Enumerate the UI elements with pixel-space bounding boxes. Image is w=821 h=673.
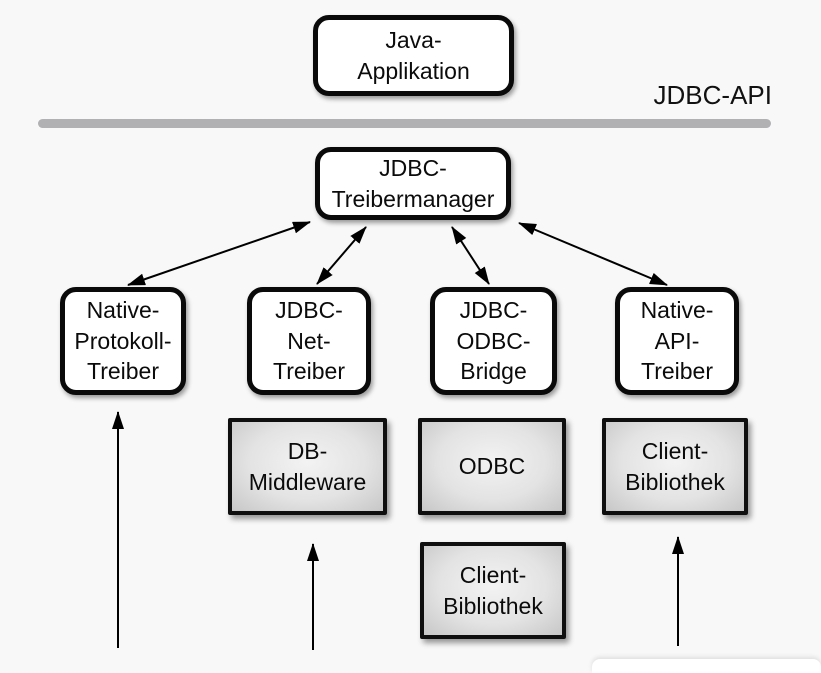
node-label-line: DB-: [287, 438, 328, 465]
node-label-line: ODBC-: [456, 327, 531, 354]
node-db-middleware: DB- Middleware: [228, 418, 387, 515]
edge-treibermanager-native-api: [518, 222, 668, 286]
node-label-line: Native-: [640, 297, 714, 324]
node-label-line: Applikation: [357, 57, 470, 84]
edge-treibermanager-native-protokoll: [127, 221, 311, 286]
node-jdbc-odbc-bridge: JDBC- ODBC- Bridge: [430, 287, 557, 395]
node-label-line: JDBC-: [275, 297, 343, 324]
node-label-line: ODBC: [458, 453, 526, 480]
node-label-line: Java-: [385, 27, 442, 54]
node-label-line: API-: [654, 327, 700, 354]
edge-treibermanager-jdbc-odbc: [451, 226, 490, 285]
node-label-line: Bibliothek: [625, 468, 725, 495]
node-label-line: Bridge: [460, 358, 527, 385]
node-label-line: Middleware: [248, 468, 367, 495]
node-native-protokoll-treiber: Native- Protokoll- Treiber: [60, 287, 186, 395]
node-label-line: Net-: [287, 327, 331, 354]
node-label-line: Native-: [86, 297, 160, 324]
node-label-line: JDBC-: [459, 297, 528, 324]
edge-treibermanager-jdbc-net: [316, 226, 367, 285]
node-label-line: Bibliothek: [443, 592, 543, 619]
node-label-line: Treiber: [641, 358, 713, 385]
node-label-line: Client-: [459, 562, 527, 589]
node-label-line: Protokoll-: [74, 327, 172, 354]
node-client-bibliothek-rechts: Client- Bibliothek: [602, 418, 748, 515]
node-jdbc-net-treiber: JDBC- Net- Treiber: [247, 287, 371, 395]
node-jdbc-treibermanager: JDBC- Treibermanager: [315, 147, 511, 220]
node-native-api-treiber: Native- API- Treiber: [615, 287, 739, 395]
node-label-line: Treiber: [87, 358, 159, 385]
cutoff-box-bottom-right: [592, 659, 821, 673]
node-odbc: ODBC: [418, 418, 566, 515]
node-label-line: Treiber: [273, 358, 345, 385]
jdbc-api-label: JDBC-API: [653, 80, 772, 110]
node-label-line: Treibermanager: [331, 185, 495, 212]
jdbc-api-separator-line: [38, 119, 771, 128]
node-client-bibliothek-unten: Client- Bibliothek: [420, 542, 566, 639]
node-java-applikation: Java- Applikation: [313, 15, 514, 96]
node-label-line: JDBC-: [379, 155, 447, 182]
node-label-line: Client-: [641, 438, 709, 465]
